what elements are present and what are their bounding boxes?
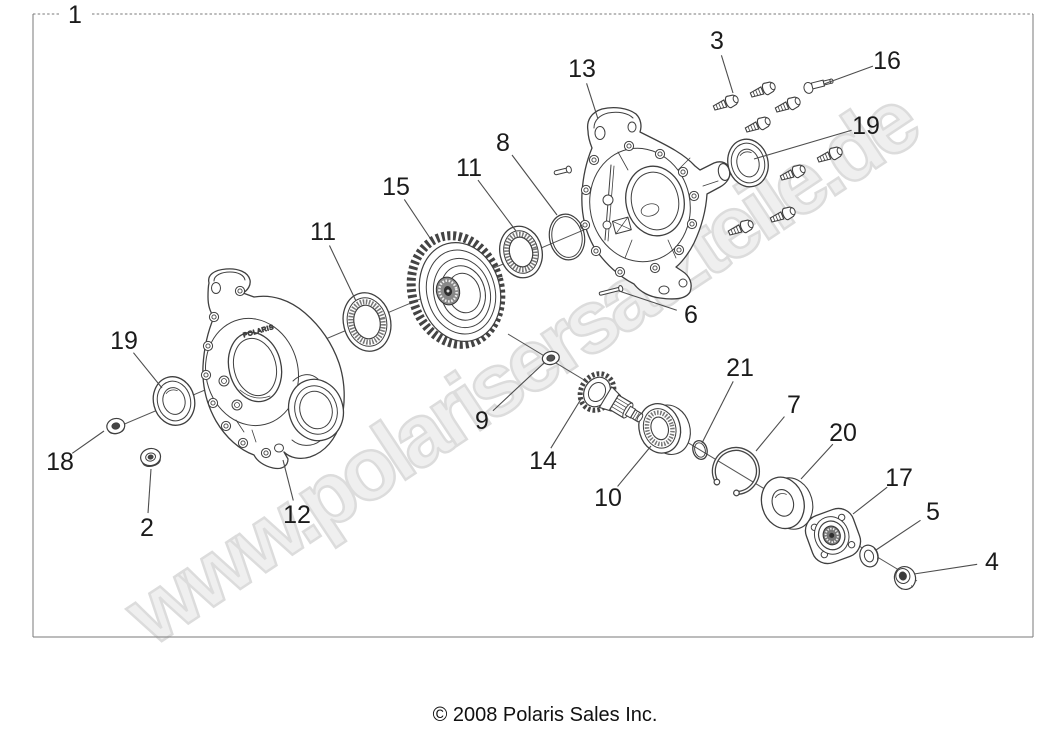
leader-line-15 [403,199,431,239]
callout-13: 13 [568,55,596,83]
part-washer [859,544,879,568]
leader-line-6 [618,290,677,311]
leader-line-11 [328,245,357,302]
callout-12: 12 [283,501,311,529]
leader-line-5 [875,519,921,551]
leader-line-14 [550,398,582,449]
part-pinion-shaft [577,371,644,423]
callout-2: 2 [140,514,154,542]
callout-3: 3 [710,27,724,55]
callout-7: 7 [787,391,801,419]
part-yoke [804,507,862,565]
part-seal-right [727,138,769,188]
part-dowel-pin [553,165,572,176]
part-front-housing: POLARIS [200,268,345,470]
part-drain-plug [140,447,162,467]
part-bearing-left [342,292,392,352]
leader-line-8 [511,154,558,216]
callout-layer: 13 3 16 19 8 11 15 11 6 19 18 2 12 9 14 10 21 7 20 17 5 4 [46,27,999,576]
callout-17: 17 [885,464,913,492]
leader-line-10 [617,445,652,487]
part-oring-small [692,440,708,460]
leader-line-7 [755,416,785,452]
assembly-boundary [32,13,1034,638]
part-plug [106,417,126,435]
callout-15: 15 [382,173,410,201]
callout-21: 21 [726,354,754,382]
callout-6: 6 [684,301,698,329]
leader-line-4 [913,563,978,575]
part-spacer [541,350,560,366]
part-nut [893,565,917,591]
callout-5: 5 [926,498,940,526]
callout-8: 8 [496,129,510,157]
leader-line-17 [852,486,888,515]
leader-line-20 [800,443,834,480]
part-snap-ring [711,446,761,497]
part-ring-gear [406,231,506,349]
leader-line-12 [282,459,294,501]
leader-line-21 [701,381,734,444]
part-seal-output [760,476,814,530]
callout-19: 19 [110,327,138,355]
part-stud [598,285,624,296]
part-seal-left [152,376,196,426]
callout-4: 4 [985,548,999,576]
leader-line-11 [477,179,517,232]
leader-line-13 [586,83,599,120]
callout-18: 18 [46,448,74,476]
callout-9: 9 [475,407,489,435]
callout-20: 20 [829,419,857,447]
leader-line-19 [133,352,163,389]
callout-11: 11 [456,154,482,182]
part-vent-fitting [803,78,834,94]
part-oring [548,213,586,261]
leader-line-9 [492,362,545,412]
leader-line-19 [753,129,852,160]
part-bearing-right [499,225,543,279]
leader-line-16 [823,65,874,85]
callout-16: 16 [873,47,901,75]
callout-1: 1 [68,1,82,29]
callout-14: 14 [529,447,557,475]
copyright-text: © 2008 Polaris Sales Inc. [432,704,658,726]
callout-10: 10 [594,484,622,512]
leader-line-3 [720,55,734,94]
leader-line-18 [71,430,105,454]
part-rear-housing [579,107,731,300]
leader-line-2 [147,468,152,514]
callout-11: 11 [310,218,336,246]
callout-19: 19 [852,112,880,140]
part-bearing-pinion [638,403,691,455]
